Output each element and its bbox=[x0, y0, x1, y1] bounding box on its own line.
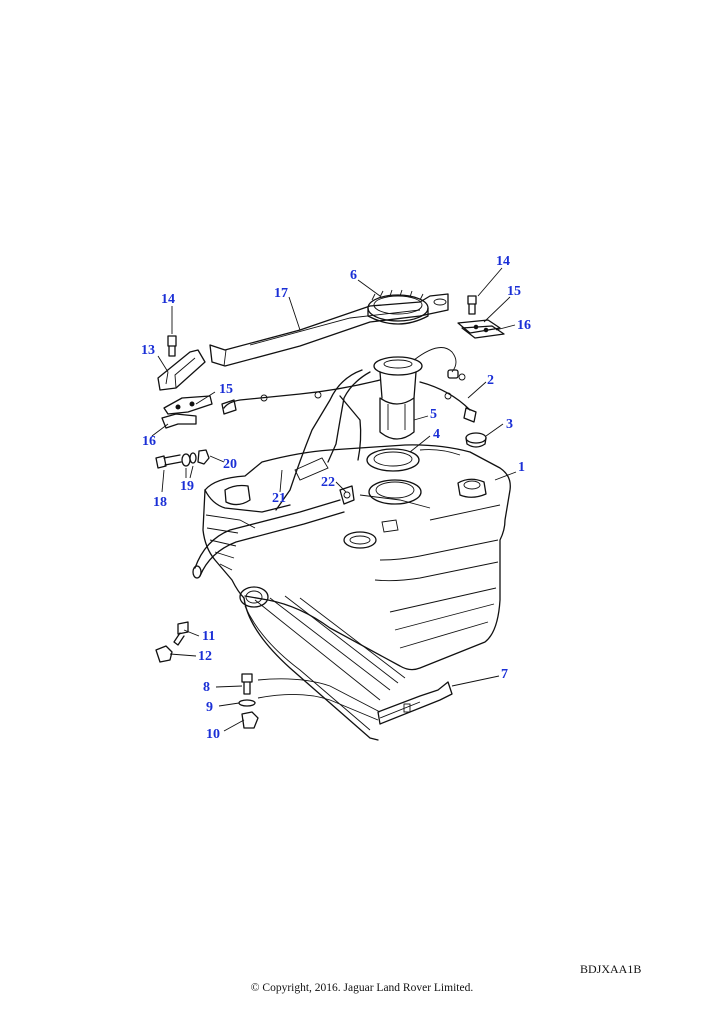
callout-10: 10 bbox=[206, 727, 220, 742]
callout-4: 4 bbox=[433, 427, 440, 442]
callout-19: 19 bbox=[180, 479, 194, 494]
callout-20: 20 bbox=[223, 457, 237, 472]
callout-15-left: 15 bbox=[219, 382, 233, 397]
callout-22: 22 bbox=[321, 475, 335, 490]
callout-5: 5 bbox=[430, 407, 437, 422]
callout-1: 1 bbox=[518, 460, 525, 475]
tank-strap-upper bbox=[209, 293, 449, 367]
washer-9 bbox=[238, 699, 256, 707]
filler-tube bbox=[192, 499, 345, 608]
bolt-18-washers-19-nut-20 bbox=[155, 449, 210, 469]
callout-12: 12 bbox=[198, 649, 212, 664]
callout-7: 7 bbox=[501, 667, 508, 682]
leader-lines bbox=[151, 267, 517, 732]
callout-16-right: 16 bbox=[517, 318, 531, 333]
copyright-notice: © Copyright, 2016. Jaguar Land Rover Lim… bbox=[250, 982, 474, 994]
fuel-tank bbox=[202, 444, 511, 741]
nut-10 bbox=[241, 711, 259, 729]
callout-18: 18 bbox=[153, 495, 167, 510]
callout-15-right: 15 bbox=[507, 284, 521, 299]
bolt-left-14 bbox=[167, 335, 177, 357]
callout-8: 8 bbox=[203, 680, 210, 695]
lock-ring bbox=[367, 289, 429, 325]
reference-code: BDJXAA1B bbox=[580, 962, 642, 976]
tank-strap-lower bbox=[257, 678, 453, 725]
bolt-8 bbox=[241, 673, 253, 695]
callout-11: 11 bbox=[202, 629, 215, 644]
grommet bbox=[465, 432, 487, 448]
callout-3: 3 bbox=[506, 417, 513, 432]
nut-12 bbox=[155, 645, 173, 663]
clip-22 bbox=[339, 485, 355, 505]
callout-2: 2 bbox=[487, 373, 494, 388]
callout-16-left: 16 bbox=[142, 434, 156, 449]
fuel-pipes bbox=[221, 369, 477, 511]
bolt-11 bbox=[173, 621, 189, 646]
callout-14-left: 14 bbox=[161, 292, 175, 307]
callout-21: 21 bbox=[272, 491, 286, 506]
bolt-right-14 bbox=[467, 295, 477, 315]
callout-17: 17 bbox=[274, 286, 288, 301]
callout-labels: 1 2 3 4 5 6 7 8 9 10 11 12 13 14 14 15 1… bbox=[141, 254, 531, 742]
pump-seal bbox=[366, 448, 420, 472]
callout-9: 9 bbox=[206, 700, 213, 715]
fuel-pump-sender bbox=[373, 347, 466, 440]
callout-13: 13 bbox=[141, 343, 155, 358]
bracket-right bbox=[457, 319, 505, 339]
callout-6: 6 bbox=[350, 268, 357, 283]
bracket-left bbox=[157, 349, 213, 429]
callout-14-right: 14 bbox=[496, 254, 510, 269]
